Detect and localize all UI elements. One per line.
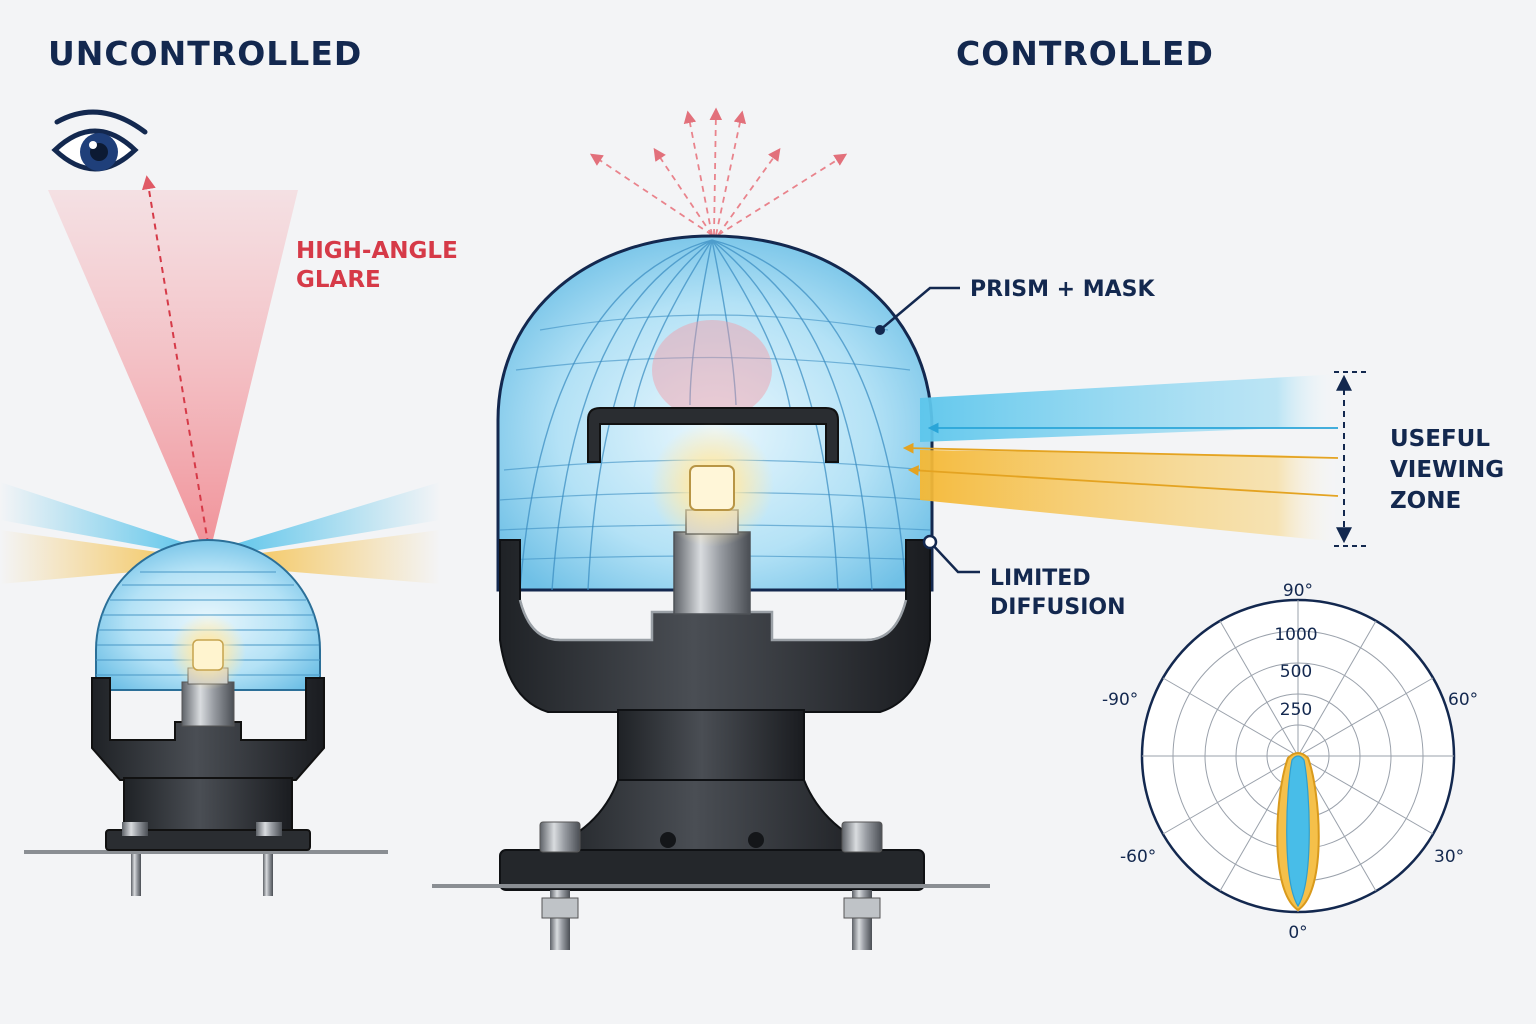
polar-radial-250: 250 [1280,700,1312,720]
left-cyan-beam-left [0,482,200,556]
left-nut-2 [256,822,282,836]
controlled-led-chip [689,465,735,511]
polar-plot: 90° 60° 30° 0° -60° -90° 1000 500 250 [1102,581,1478,943]
glare-label-line2: GLARE [296,267,381,293]
uncontrolled-lamp-group [0,109,440,896]
zone-label-line1: USEFUL [1390,426,1490,452]
polar-angle-0: 0° [1288,923,1307,943]
column-hole-1 [660,832,676,848]
glare-ray-arrow [141,175,211,556]
zone-label-line3: ZONE [1390,488,1461,514]
glare-cone [48,190,298,560]
led-icon [192,639,224,671]
diffusion-label-line1: LIMITED [990,566,1091,591]
prism-leader-line [879,286,960,331]
polar-angle-90: 90° [1283,581,1313,601]
controlled-nut-1 [539,821,581,853]
heading-uncontrolled: UNCONTROLLED [48,34,362,73]
left-nut-1 [122,822,148,836]
internal-red-glow [652,320,772,420]
controlled-stud-nut-2 [843,897,881,919]
heading-controlled: CONTROLLED [956,34,1214,73]
polar-angle-60: 60° [1448,690,1478,710]
suppressed-upward-rays [589,107,848,236]
controlled-base-flange [499,849,925,891]
useful-beam-amber [920,450,1340,542]
useful-beam-cyan [920,374,1340,442]
left-bolt-stud-2 [263,854,273,896]
useful-beam-group [902,371,1370,547]
diffusion-leader-line [929,541,980,574]
polar-angle-neg90: -90° [1102,690,1138,710]
zone-label-line2: VIEWING [1390,457,1504,483]
beam-ray-amber-2 [907,465,1339,497]
polar-angle-30: 30° [1434,847,1464,867]
left-bolt-stud-1 [131,854,141,896]
beam-ray-amber-1 [902,442,1339,459]
diffusion-leader-dot [922,534,938,550]
polar-radial-500: 500 [1280,662,1312,682]
prism-leader-dot [875,325,885,335]
polar-radial-1000: 1000 [1274,625,1317,645]
controlled-nut-2 [841,821,883,853]
controlled-lamp-group [432,107,990,950]
prism-mask-label: PRISM + MASK [970,277,1156,302]
polar-angle-neg60: -60° [1120,847,1156,867]
eye-icon [51,109,148,172]
controlled-flare [539,779,885,853]
column-hole-2 [748,832,764,848]
diffusion-label-line2: DIFFUSION [990,595,1126,620]
polar-lobe-cyan [1286,755,1310,908]
controlled-stud-nut-1 [541,897,579,919]
glare-label-line1: HIGH-ANGLE [296,238,458,264]
mask-bracket [587,407,839,463]
left-cyan-beam-right [222,482,440,556]
prism-ribs-vertical [519,239,907,591]
